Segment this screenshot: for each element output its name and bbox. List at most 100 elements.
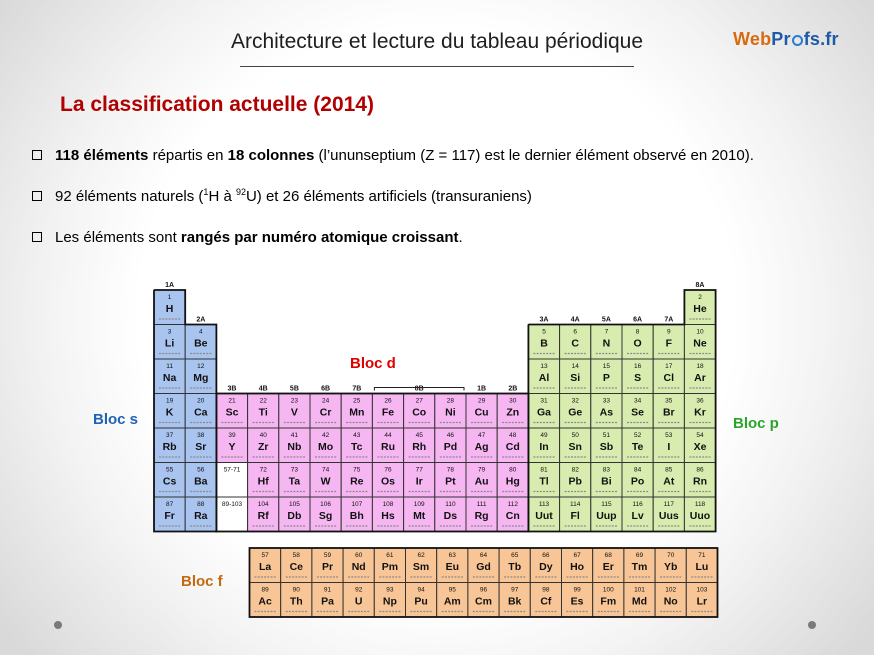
element-cell-56-number: 56: [197, 467, 205, 474]
element-cell-89-103-box: [215, 496, 249, 532]
element-cell-32-number: 32: [572, 398, 580, 405]
group-8b-bracket: [373, 387, 465, 391]
element-cell-101-symbol: Md: [632, 596, 647, 608]
nav-dot-left: [54, 621, 62, 629]
element-cell-103-symbol: Lr: [697, 596, 708, 608]
element-cell-54-number: 54: [696, 432, 704, 439]
element-cell-35-number: 35: [665, 398, 673, 405]
element-cell-79-box: [465, 462, 498, 498]
element-cell-77-symbol: Ir: [416, 476, 423, 488]
element-cell-34-symbol: Se: [631, 407, 644, 419]
element-cell-20-box: [184, 393, 217, 429]
element-cell-102-symbol: No: [664, 596, 678, 608]
bullet-1-text-2: (l’ununseptium (Z = 117) est le dernier …: [314, 147, 754, 164]
element-cell-63-number: 63: [449, 552, 457, 559]
logo-o-circle-icon: [791, 35, 803, 46]
element-cell-102-box: [654, 582, 687, 618]
element-cell-109-number: 109: [414, 501, 425, 508]
checkbox-bullet-icon: [32, 150, 42, 160]
element-cell-112-box: [496, 496, 529, 532]
element-cell-73-number: 73: [291, 467, 299, 474]
element-cell-22-box: [247, 393, 280, 429]
element-cell-32-box: [559, 393, 592, 429]
element-cell-2-box: [683, 289, 717, 325]
element-cell-96-symbol: Cm: [475, 596, 492, 608]
bullet-3: Les éléments sont rangés par numéro atom…: [32, 229, 463, 246]
element-cell-95-symbol: Am: [444, 596, 461, 608]
section-title: La classification actuelle (2014): [60, 93, 374, 116]
element-cell-42-symbol: Mo: [318, 441, 333, 453]
element-cell-69-symbol: Tm: [632, 561, 648, 573]
element-cell-83-number: 83: [603, 467, 611, 474]
element-cell-108-number: 108: [383, 501, 394, 508]
element-cell-33-number: 33: [603, 398, 611, 405]
element-cell-99-box: [561, 582, 594, 618]
element-cell-17-box: [652, 358, 685, 394]
element-cell-17-number: 17: [665, 363, 673, 370]
element-cell-71-symbol: Lu: [695, 561, 708, 573]
element-cell-45-number: 45: [416, 432, 424, 439]
element-cell-114-number: 114: [570, 501, 581, 508]
element-cell-88-box: [184, 496, 217, 532]
element-cell-106-symbol: Sg: [319, 510, 332, 522]
element-cell-51-box: [590, 427, 623, 463]
bloc-s-label: Bloc s: [93, 411, 139, 428]
element-cell-59-number: 59: [324, 552, 332, 559]
element-cell-18-box: [683, 358, 717, 394]
element-cell-100-box: [592, 582, 625, 618]
element-cell-107-box: [340, 496, 373, 532]
bullet-2-text-2: H à: [208, 188, 236, 205]
group-label-7B: 7B: [352, 386, 361, 393]
element-cell-67-number: 67: [573, 552, 581, 559]
element-cell-26-box: [371, 393, 405, 429]
bullet-2-sup-1: 1: [203, 187, 209, 197]
element-cell-113-symbol: Uut: [535, 510, 553, 522]
element-cell-49-number: 49: [540, 432, 548, 439]
element-cell-108-symbol: Hs: [381, 510, 395, 522]
element-cell-9-box: [652, 324, 685, 360]
group-label-8B: 8B: [415, 386, 424, 393]
element-cell-50-box: [559, 427, 592, 463]
element-cell-117-number: 117: [664, 501, 675, 508]
element-cell-65-symbol: Tb: [508, 561, 521, 573]
checkbox-bullet-icon: [32, 191, 42, 201]
element-cell-42-number: 42: [322, 432, 330, 439]
element-cell-3-number: 3: [168, 329, 172, 336]
element-cell-83-box: [590, 462, 623, 498]
element-cell-23-symbol: V: [291, 407, 298, 419]
bloc-f-label: Bloc f: [181, 573, 223, 590]
element-cell-80-symbol: Hg: [506, 476, 520, 488]
element-cell-45-symbol: Rh: [412, 441, 426, 453]
element-cell-110-symbol: Ds: [444, 510, 458, 522]
element-cell-16-number: 16: [634, 363, 642, 370]
element-cell-91-symbol: Pa: [321, 596, 334, 608]
group-label-4A: 4A: [571, 317, 580, 324]
element-cell-113-number: 113: [539, 501, 550, 508]
bullet-1: 118 éléments répartis en 18 colonnes (l’…: [32, 147, 754, 164]
element-cell-75-number: 75: [353, 467, 361, 474]
element-cell-11-box: [153, 358, 186, 394]
element-cell-38-symbol: Sr: [195, 441, 206, 453]
element-cell-47-number: 47: [478, 432, 486, 439]
element-cell-19-symbol: K: [166, 407, 174, 419]
element-cell-38-box: [184, 427, 217, 463]
element-cell-107-number: 107: [351, 501, 362, 508]
element-cell-46-box: [434, 427, 467, 463]
element-cell-111-number: 111: [477, 501, 487, 508]
element-cell-81-number: 81: [540, 467, 548, 474]
element-cell-33-symbol: As: [600, 407, 614, 419]
group-label-6A: 6A: [633, 317, 642, 324]
element-cell-87-symbol: Fr: [164, 510, 175, 522]
element-cell-8-number: 8: [636, 329, 640, 336]
element-cell-28-number: 28: [447, 398, 455, 405]
bloc-d-label: Bloc d: [350, 355, 396, 372]
element-cell-70-number: 70: [667, 552, 675, 559]
element-cell-27-symbol: Co: [412, 407, 426, 419]
element-cell-108-box: [371, 496, 405, 532]
group-label-5B: 5B: [290, 386, 299, 393]
element-cell-70-box: [654, 547, 687, 583]
element-cell-82-symbol: Pb: [568, 476, 581, 488]
element-cell-98-number: 98: [542, 587, 550, 594]
group-label-2A: 2A: [196, 317, 205, 324]
